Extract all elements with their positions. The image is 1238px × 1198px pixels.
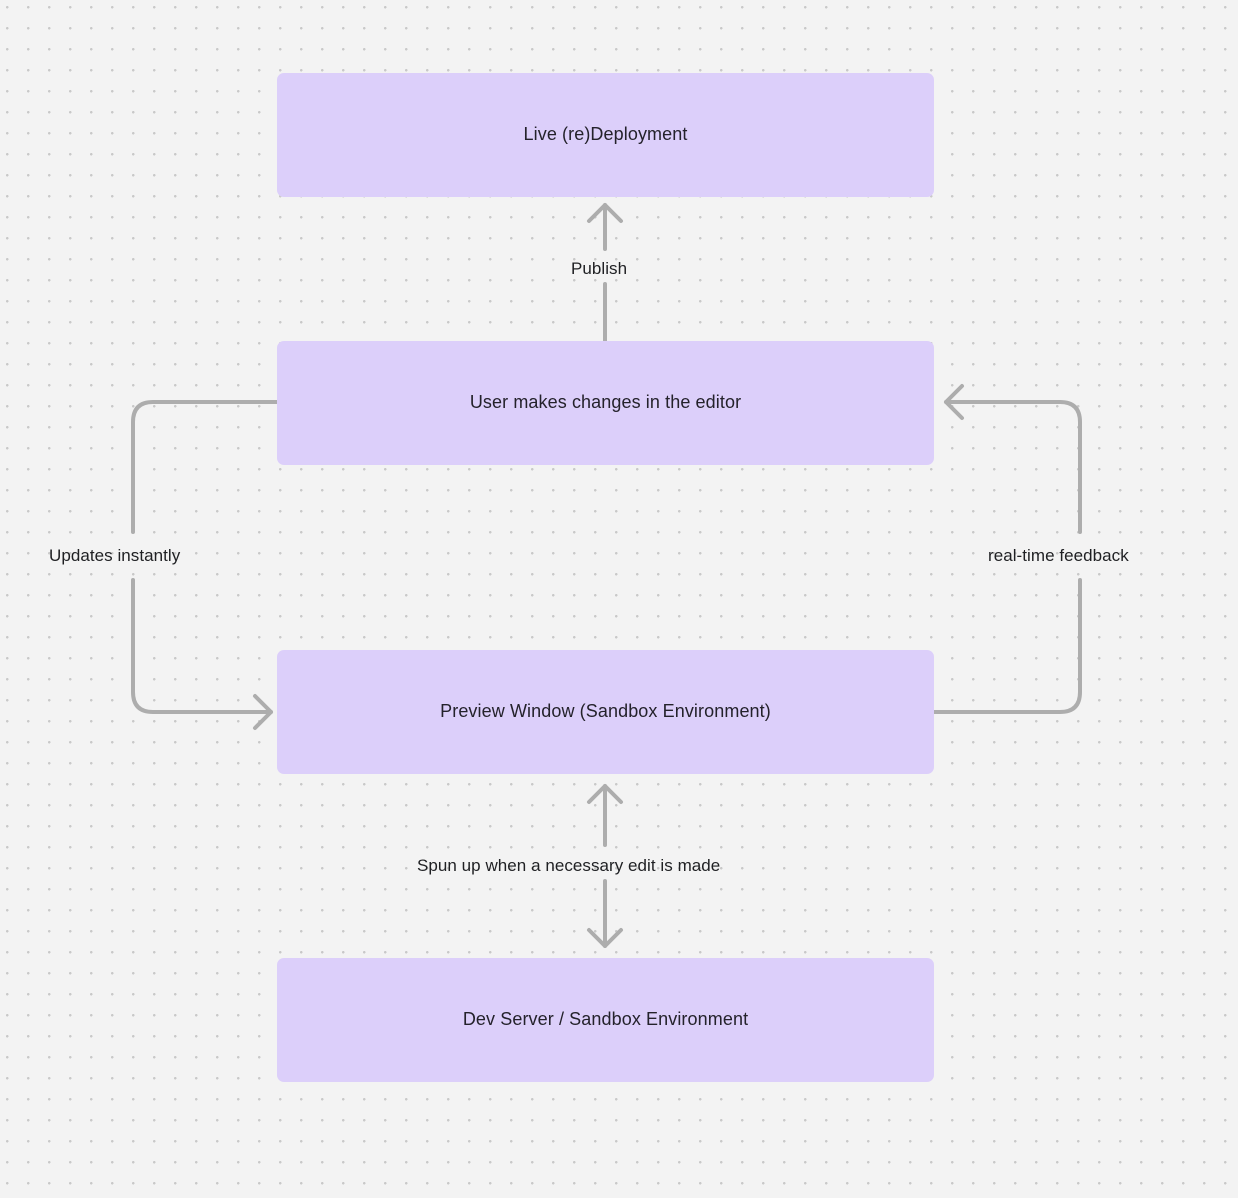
- node-user-makes-changes[interactable]: User makes changes in the editor: [277, 341, 934, 465]
- node-dev-server[interactable]: Dev Server / Sandbox Environment: [277, 958, 934, 1082]
- node-preview-window-label: Preview Window (Sandbox Environment): [440, 701, 771, 722]
- node-user-makes-changes-label: User makes changes in the editor: [469, 392, 742, 413]
- node-live-redeployment[interactable]: Live (re)Deployment: [277, 73, 934, 197]
- node-preview-window[interactable]: Preview Window (Sandbox Environment): [277, 650, 934, 774]
- node-dev-server-label: Dev Server / Sandbox Environment: [462, 1009, 749, 1030]
- edge-label-updates-instantly: Updates instantly: [49, 546, 181, 565]
- node-live-redeployment-label: Live (re)Deployment: [523, 124, 688, 145]
- edge-label-spun-up: Spun up when a necessary edit is made: [417, 856, 721, 875]
- edge-label-real-time-feedback: real-time feedback: [988, 546, 1129, 565]
- edge-label-publish: Publish: [571, 259, 628, 278]
